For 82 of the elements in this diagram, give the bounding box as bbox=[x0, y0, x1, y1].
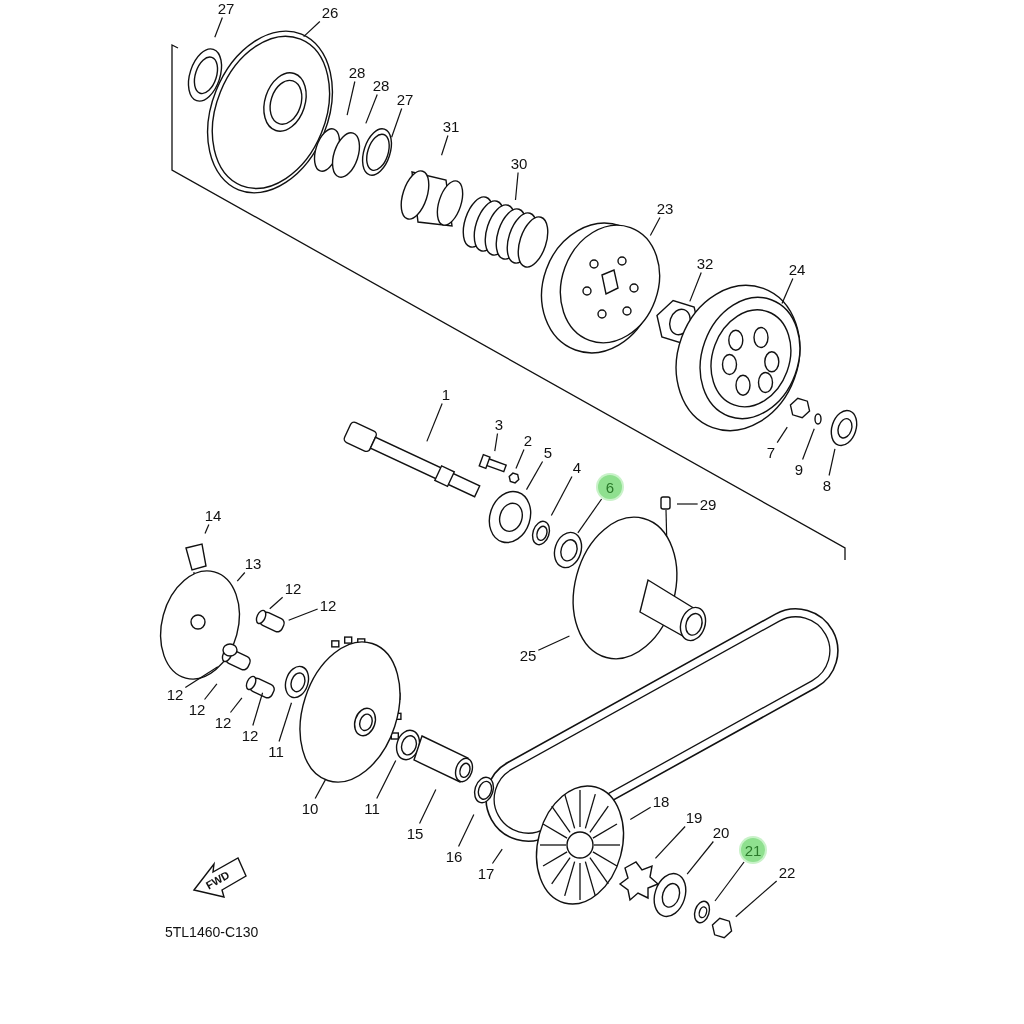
callout-number: 32 bbox=[694, 253, 716, 273]
leader-line bbox=[776, 426, 788, 444]
leader-line bbox=[278, 702, 293, 743]
leader-line bbox=[577, 498, 603, 534]
leader-line bbox=[252, 692, 264, 727]
callout-number: 23 bbox=[654, 198, 676, 218]
callout-number: 12 bbox=[186, 699, 208, 719]
leader-line bbox=[457, 813, 475, 848]
callout-number: 9 bbox=[792, 459, 806, 479]
callout-number: 22 bbox=[776, 862, 798, 882]
callout-number: 24 bbox=[786, 259, 808, 279]
callout-number: 5 bbox=[541, 442, 555, 462]
callout-number: 28 bbox=[370, 75, 392, 95]
leader-line bbox=[314, 778, 327, 800]
callout-number: 11 bbox=[266, 741, 286, 761]
callout-number: 27 bbox=[215, 0, 237, 18]
callout-number: 30 bbox=[508, 153, 530, 173]
callout-number: 27 bbox=[394, 89, 416, 109]
callout-number: 12 bbox=[317, 595, 339, 615]
leader-line bbox=[346, 80, 356, 116]
callout-number: 21 bbox=[741, 838, 765, 862]
leader-line bbox=[654, 825, 686, 859]
leader-line bbox=[550, 475, 573, 517]
callout-number: 19 bbox=[683, 807, 705, 827]
leader-line bbox=[491, 848, 503, 865]
callout-number: 12 bbox=[212, 712, 234, 732]
leader-line bbox=[391, 107, 403, 138]
leader-line bbox=[686, 840, 714, 875]
callout-number: 11 bbox=[362, 798, 382, 818]
callout-number: 12 bbox=[164, 684, 186, 704]
callout-number: 7 bbox=[764, 442, 778, 462]
diagram-code: 5TL1460-C130 bbox=[165, 924, 259, 940]
callout-number: 16 bbox=[443, 846, 465, 866]
leader-line bbox=[714, 861, 745, 902]
callout-number: 12 bbox=[282, 578, 304, 598]
leader-line bbox=[269, 596, 284, 610]
callout-number: 18 bbox=[650, 791, 672, 811]
callout-number: 2 bbox=[521, 430, 535, 450]
leader-line bbox=[303, 20, 321, 38]
leader-line bbox=[365, 93, 378, 124]
leader-line bbox=[204, 523, 210, 534]
leader-line bbox=[515, 448, 525, 469]
leader-line bbox=[418, 788, 437, 825]
callout-number: 15 bbox=[404, 823, 426, 843]
leader-line bbox=[494, 432, 499, 452]
leader-line bbox=[184, 666, 219, 688]
leader-line bbox=[440, 134, 449, 156]
leader-line bbox=[525, 460, 544, 491]
leader-line bbox=[514, 171, 519, 201]
callout-number: 1 bbox=[439, 384, 453, 404]
leader-line bbox=[288, 608, 319, 621]
callout-number: 31 bbox=[440, 116, 462, 136]
callout-number: 14 bbox=[202, 505, 224, 525]
callout-number: 8 bbox=[820, 475, 834, 495]
callout-number: 6 bbox=[598, 475, 622, 499]
callout-number: 4 bbox=[570, 457, 584, 477]
leader-line bbox=[426, 402, 443, 442]
leader-line bbox=[781, 277, 794, 305]
leader-line bbox=[629, 806, 652, 821]
callout-number: 13 bbox=[242, 553, 264, 573]
leader-line bbox=[649, 216, 661, 237]
leader-line bbox=[828, 448, 836, 477]
leader-line bbox=[229, 697, 243, 714]
leader-line bbox=[236, 571, 246, 582]
callout-number: 3 bbox=[492, 414, 506, 434]
leader-line bbox=[203, 683, 218, 701]
leader-line bbox=[214, 16, 223, 38]
leader-line bbox=[376, 759, 397, 800]
callout-number: 10 bbox=[299, 798, 321, 818]
callout-number: 28 bbox=[346, 62, 368, 82]
leader-line bbox=[735, 880, 778, 918]
callout-number: 29 bbox=[697, 494, 719, 514]
leader-line bbox=[676, 503, 699, 505]
callout-number: 26 bbox=[319, 2, 341, 22]
callout-number: 20 bbox=[710, 822, 732, 842]
callout-number: 25 bbox=[517, 645, 539, 665]
leader-line bbox=[802, 428, 815, 461]
callout-number: 17 bbox=[475, 863, 497, 883]
callout-number: 12 bbox=[239, 725, 261, 745]
leader-line bbox=[689, 271, 702, 302]
leader-line bbox=[537, 635, 571, 651]
arrow-label: FWD bbox=[203, 868, 232, 892]
